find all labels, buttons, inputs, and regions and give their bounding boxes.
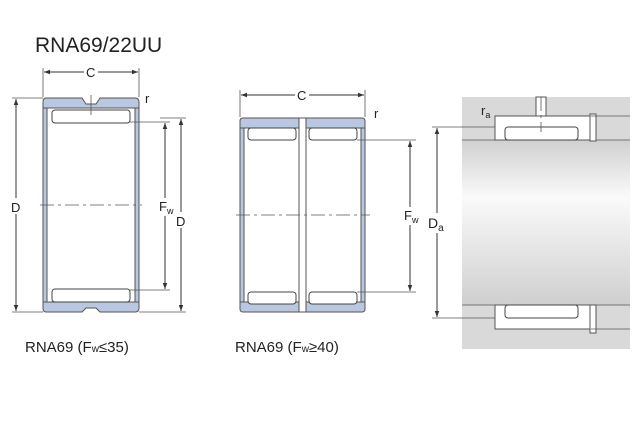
dim-r-label: r xyxy=(145,91,150,106)
dim-ra-label: ra xyxy=(481,103,490,120)
bearing-rna69-small: C r D Fw D RNA69 (Fw≤35) xyxy=(10,64,187,356)
dim-fw-label-2: Fw xyxy=(404,208,419,225)
dim-d-label: D xyxy=(11,200,20,215)
dim-r-label-2: r xyxy=(374,106,379,121)
mounting-diagram: Da ra xyxy=(428,96,630,349)
dim-d2-label: D xyxy=(176,214,185,229)
bearing-rna69-large: C r Fw RNA69 (Fw≥40) xyxy=(235,87,421,356)
caption-small: RNA69 (Fw≤35) xyxy=(25,339,129,356)
caption-large: RNA69 (Fw≥40) xyxy=(235,339,339,356)
dim-fw-label: Fw xyxy=(159,199,174,216)
dim-c-label: C xyxy=(86,65,95,80)
dim-da-label: Da xyxy=(428,215,444,234)
dim-c-label-2: C xyxy=(297,88,306,103)
page-title: RNA69/22UU xyxy=(35,34,162,57)
